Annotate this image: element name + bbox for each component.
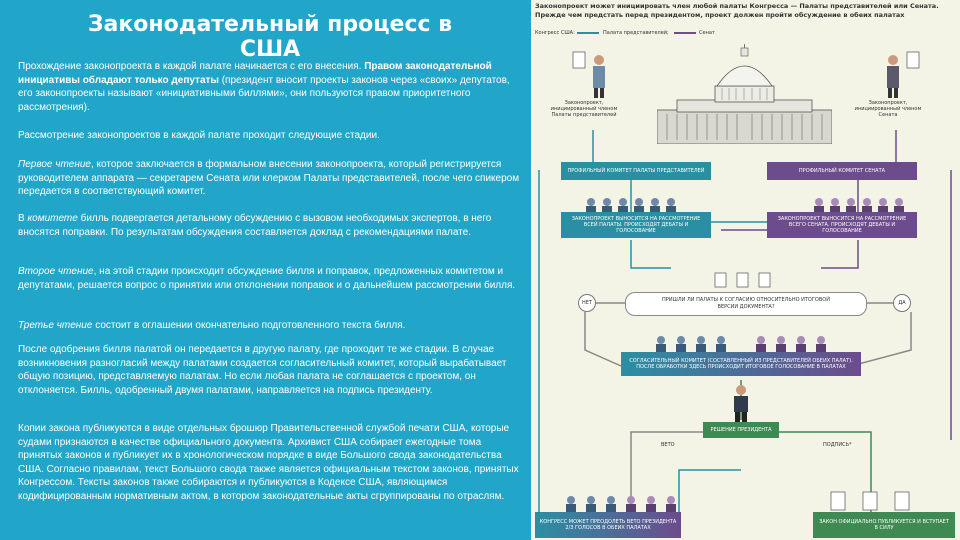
- house-crowd-icon: [586, 198, 676, 214]
- paragraph-third-reading: Третье чтение состоит в оглашении оконча…: [18, 319, 520, 333]
- paragraph-italic: Второе чтение: [18, 266, 94, 277]
- agreement-question: Пришли ли палаты к согласию относительно…: [625, 292, 867, 316]
- paragraph-first-reading: Первое чтение, которое заключается в фор…: [18, 158, 520, 199]
- senate-crowd-icon: [814, 198, 904, 214]
- committee-house-box: Профильный комитет Палаты представителей: [561, 162, 711, 180]
- paragraph-italic: комитете: [27, 213, 78, 224]
- paragraph-publication: Копии закона публикуются в виде отдельны…: [18, 422, 520, 504]
- conference-committee-box: Согласительный комитет (составленный из …: [621, 352, 861, 376]
- sign-label: ПОДПИСЬ*: [823, 442, 852, 448]
- veto-label: ВЕТО: [661, 442, 675, 448]
- paragraph-text: (президент вносит проекты законов через …: [18, 74, 510, 113]
- legend-congress: Конгресс США:: [535, 30, 575, 36]
- legend-senate-line: [674, 32, 696, 34]
- override-crowd-icon: [566, 496, 676, 512]
- yes-circle: ДА: [893, 294, 911, 312]
- law-documents-icon: [830, 491, 910, 511]
- legend-senate: Сенат: [699, 30, 715, 36]
- paragraph-text: Копии закона публикуются в виде отдельны…: [18, 423, 519, 502]
- documents-icon: [714, 272, 771, 288]
- infographic: Законопроект может инициировать член люб…: [531, 0, 960, 540]
- flow-connectors: [538, 130, 952, 521]
- paragraph-other-chamber: После одобрения билля палатой он передае…: [18, 343, 520, 397]
- paragraph-text: Прохождение законопроекта в каждой палат…: [18, 61, 365, 72]
- committee-senate-box: Профильный комитет Сената: [767, 162, 917, 180]
- legend-house-line: [577, 32, 599, 34]
- paragraph-italic: Первое чтение: [18, 159, 91, 170]
- paragraph-text: После одобрения билля палатой он передае…: [18, 344, 507, 396]
- paragraph-italic: Третье чтение: [18, 320, 93, 331]
- capitol-building-icon: [657, 44, 832, 144]
- house-member-icon: [572, 51, 605, 98]
- paragraph-text: билль подвергается детальному обсуждению…: [18, 213, 492, 238]
- paragraph-committee: В комитете билль подвергается детальному…: [18, 212, 520, 239]
- floor-senate-box: Законопроект выносится на рассмотрение в…: [767, 212, 917, 238]
- infographic-header-1: Законопроект может инициировать член люб…: [535, 2, 939, 10]
- paragraph-initiative: Прохождение законопроекта в каждой палат…: [18, 60, 520, 114]
- infographic-header-2: Прежде чем предстать перед президентом, …: [535, 11, 905, 19]
- init-house-label: Законопроект, инициированный членом Пала…: [550, 100, 618, 118]
- floor-house-box: Законопроект выносится на рассмотрение в…: [561, 212, 711, 238]
- page-title: Законодательный процесс в США: [87, 12, 453, 62]
- paragraph-second-reading: Второе чтение, на этой стадии происходит…: [18, 265, 520, 292]
- override-box: Конгресс может преодолеть вето президент…: [535, 512, 681, 538]
- president-decision-box: Решение президента: [703, 422, 779, 438]
- president-icon: [734, 385, 748, 422]
- paragraph-text: состоит в оглашении окончательно подгото…: [92, 320, 406, 331]
- text-panel: Законодательный процесс в США Прохождени…: [0, 0, 531, 540]
- paragraph-text: , на этой стадии происходит обсуждение б…: [18, 266, 516, 291]
- paragraph-text: В: [18, 213, 28, 224]
- init-senate-label: Законопроект, инициированный членом Сена…: [854, 100, 922, 118]
- paragraph-stages: Рассмотрение законопроектов в каждой пал…: [18, 129, 520, 143]
- no-circle: НЕТ: [578, 294, 596, 312]
- conference-crowd-icon: [656, 336, 826, 352]
- paragraph-text: , которое заключается в формальном внесе…: [18, 159, 520, 198]
- legend-house: Палата представителей;: [603, 30, 669, 36]
- paragraph-bold: Правом законодательной инициативы облада…: [18, 61, 492, 86]
- paragraph-text: Рассмотрение законопроектов в каждой пал…: [18, 130, 380, 141]
- law-box: Закон официально публикуется и вступает …: [813, 512, 955, 538]
- senate-member-icon: [887, 51, 920, 98]
